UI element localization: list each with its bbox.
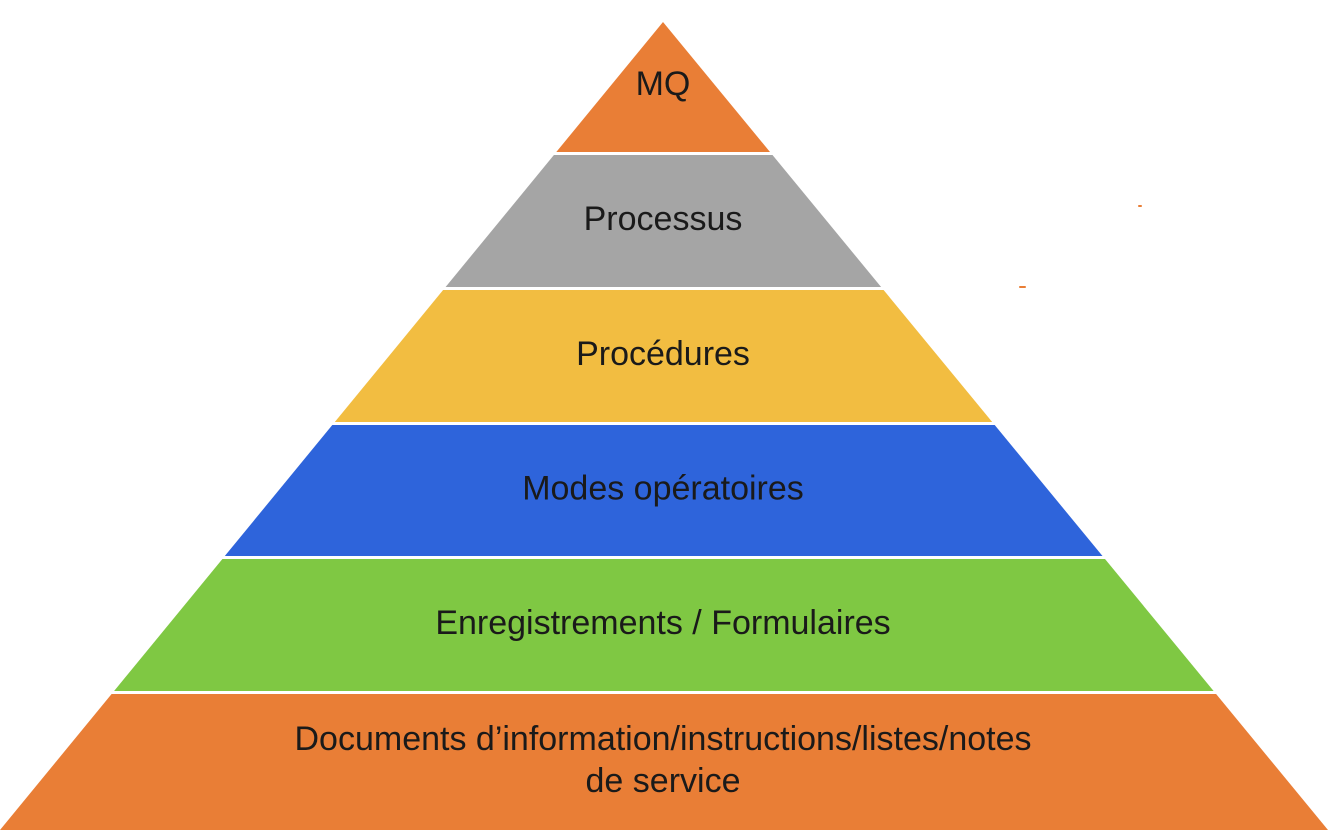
pyramid-layer-processus: Processus (445, 155, 882, 287)
pyramid-layer-shape (334, 290, 993, 422)
pyramid-layer-documents-information: Documents d’information/instructions/lis… (0, 694, 1328, 830)
pyramid-layer-shape (0, 694, 1328, 830)
pyramid-layer-label: MQ (636, 65, 691, 103)
pyramid-layer-shape (445, 155, 882, 287)
pyramid-layer-mq: MQ (556, 22, 770, 152)
stray-marks (1019, 205, 1142, 288)
pyramid-layer-enregistrements-formulaires: Enregistrements / Formulaires (114, 559, 1214, 691)
pyramid-layer-label: Documents d’information/instructions/lis… (295, 720, 1032, 758)
pyramid-layer-label: Procédures (576, 335, 750, 373)
pyramid-layer-label: de service (586, 762, 741, 800)
pyramid-layer-shape (114, 559, 1214, 691)
pyramid-layer-label: Modes opératoires (522, 469, 804, 507)
pyramid-layer-shape (224, 425, 1103, 556)
pyramid-layer-procedures: Procédures (334, 290, 993, 422)
pyramid-layer-shape (556, 22, 770, 152)
pyramid-layer-label: Processus (584, 200, 743, 238)
pyramid-layer-modes-operatoires: Modes opératoires (224, 425, 1103, 556)
pyramid-layer-label: Enregistrements / Formulaires (435, 604, 890, 642)
